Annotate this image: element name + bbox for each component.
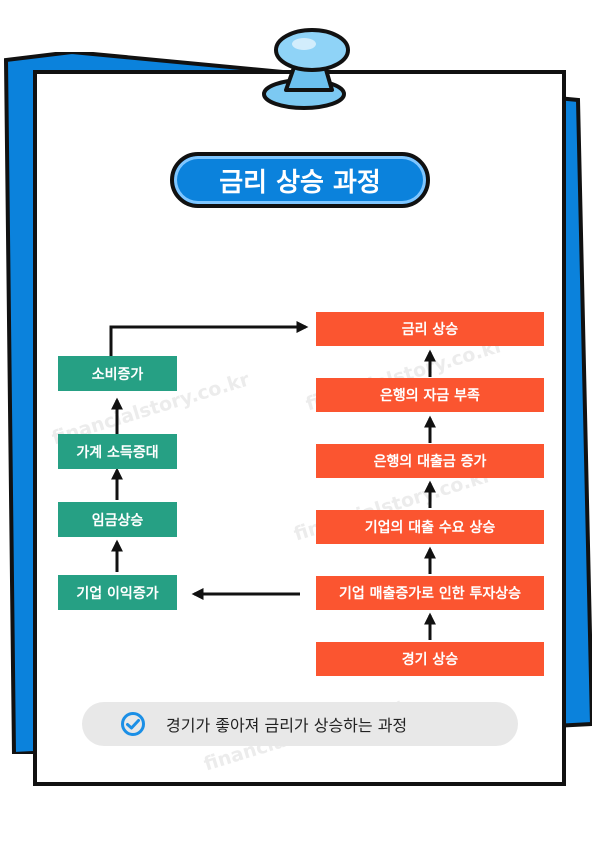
- flow-box-bank-fund-shortage: 은행의 자금 부족: [316, 378, 544, 412]
- arrow-to-top: [109, 321, 309, 356]
- flow-box-wage-increase: 임금상승: [58, 502, 177, 537]
- page-title: 금리 상승 과정: [170, 152, 430, 208]
- caption-text: 경기가 좋아져 금리가 상승하는 과정: [166, 716, 408, 735]
- pushpin-icon: [262, 28, 350, 110]
- caption-bar: 경기가 좋아져 금리가 상승하는 과정: [82, 702, 518, 746]
- flow-box-loan-demand: 기업의 대출 수요 상승: [316, 510, 544, 544]
- flow-box-sales-investment: 기업 매출증가로 인한 투자상승: [316, 576, 544, 610]
- check-circle-icon: [121, 712, 145, 736]
- flow-box-household-income: 가계 소득증대: [58, 434, 177, 469]
- flow-box-consumption: 소비증가: [58, 356, 177, 391]
- flow-box-interest-rise: 금리 상승: [316, 312, 544, 346]
- flow-box-bank-loan-increase: 은행의 대출금 증가: [316, 444, 544, 478]
- flow-box-economy-rise: 경기 상승: [316, 642, 544, 676]
- flow-box-corporate-profit: 기업 이익증가: [58, 575, 177, 610]
